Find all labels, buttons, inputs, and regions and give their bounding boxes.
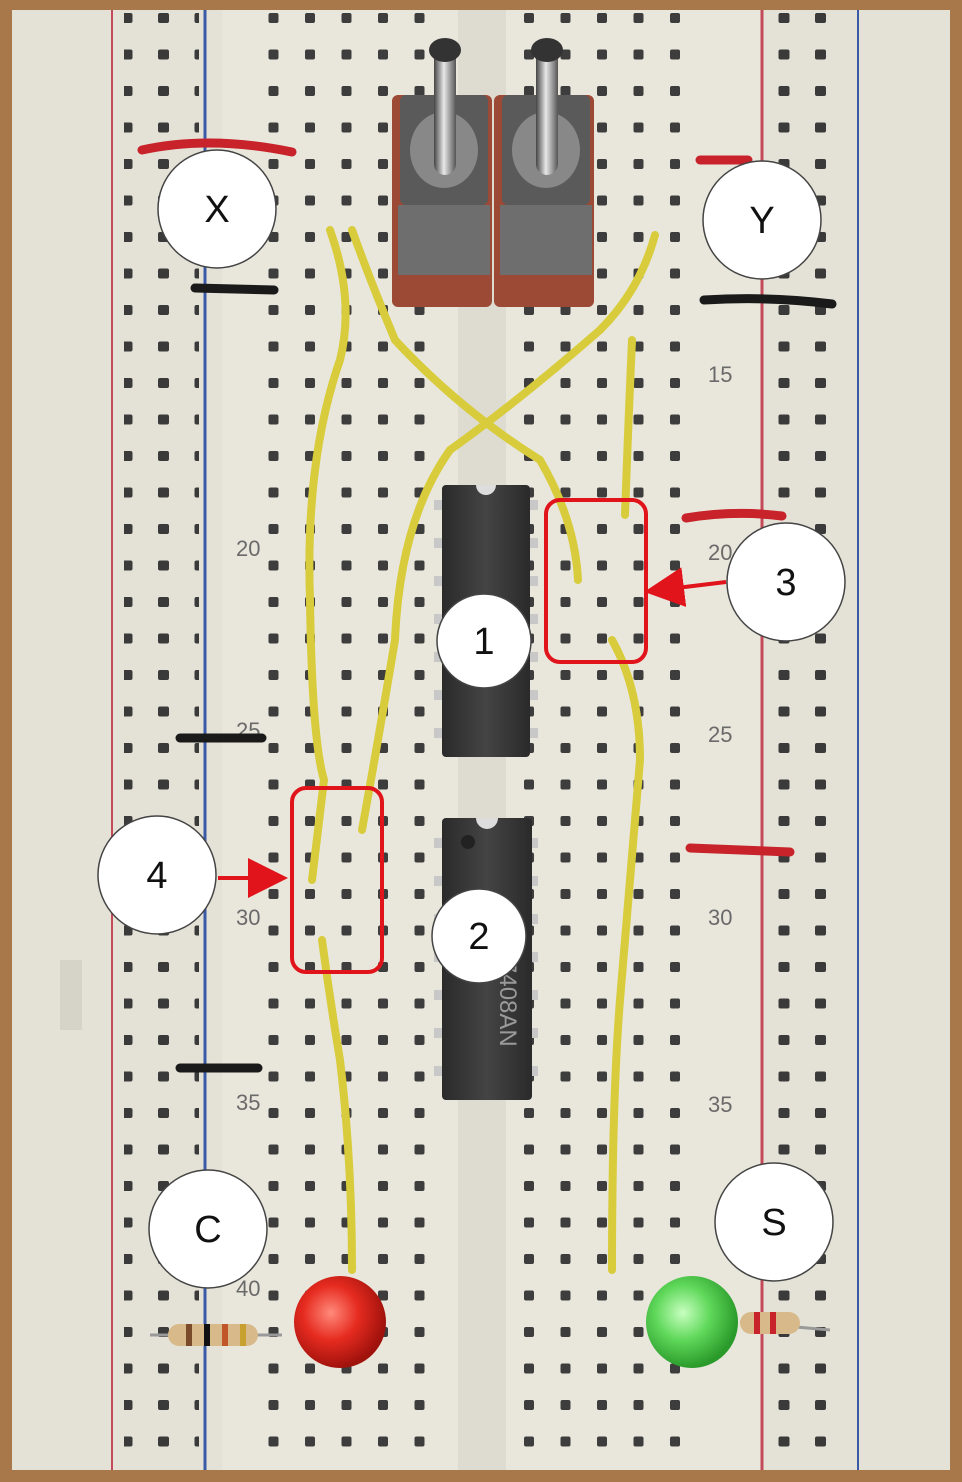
callout-x-label: X <box>204 189 229 231</box>
callout-2-label: 2 <box>468 916 489 958</box>
row-number-15-right: 15 <box>708 362 732 387</box>
toggle-switches <box>392 38 594 307</box>
row-number-20-left: 20 <box>236 536 260 561</box>
callout-4-label: 4 <box>146 855 167 897</box>
callout-3-label: 3 <box>775 562 796 604</box>
callout-c-label: C <box>194 1209 221 1251</box>
row-number-30-left: 30 <box>236 905 260 930</box>
callout-y-label: Y <box>749 200 774 242</box>
callout-c: C <box>148 1169 268 1289</box>
row-number-25-right: 25 <box>708 722 732 747</box>
green-led <box>646 1276 738 1368</box>
callout-2: 2 <box>431 888 527 984</box>
row-number-20-right: 20 <box>708 540 732 565</box>
highlight-box-4 <box>290 786 384 974</box>
callout-4: 4 <box>97 815 217 935</box>
callout-1-label: 1 <box>473 621 494 663</box>
rail-jumpers <box>137 138 837 1073</box>
resistor-left <box>150 1324 282 1346</box>
row-number-30-right: 30 <box>708 905 732 930</box>
row-number-35-right: 35 <box>708 1092 732 1117</box>
callout-y: Y <box>702 160 822 280</box>
resistor-right <box>739 1312 831 1334</box>
row-number-35-left: 35 <box>236 1090 260 1115</box>
row-numbers: 15 20 20 25 25 30 30 35 35 40 <box>236 362 732 1301</box>
yellow-wires <box>305 226 659 1274</box>
callout-3: 3 <box>726 522 846 642</box>
arrow-3 <box>644 567 727 607</box>
callout-s: S <box>714 1162 834 1282</box>
callout-x: X <box>157 149 277 269</box>
callout-1: 1 <box>436 593 532 689</box>
callout-s-label: S <box>761 1202 786 1244</box>
red-led <box>294 1276 386 1368</box>
row-number-40-left: 40 <box>236 1276 260 1301</box>
